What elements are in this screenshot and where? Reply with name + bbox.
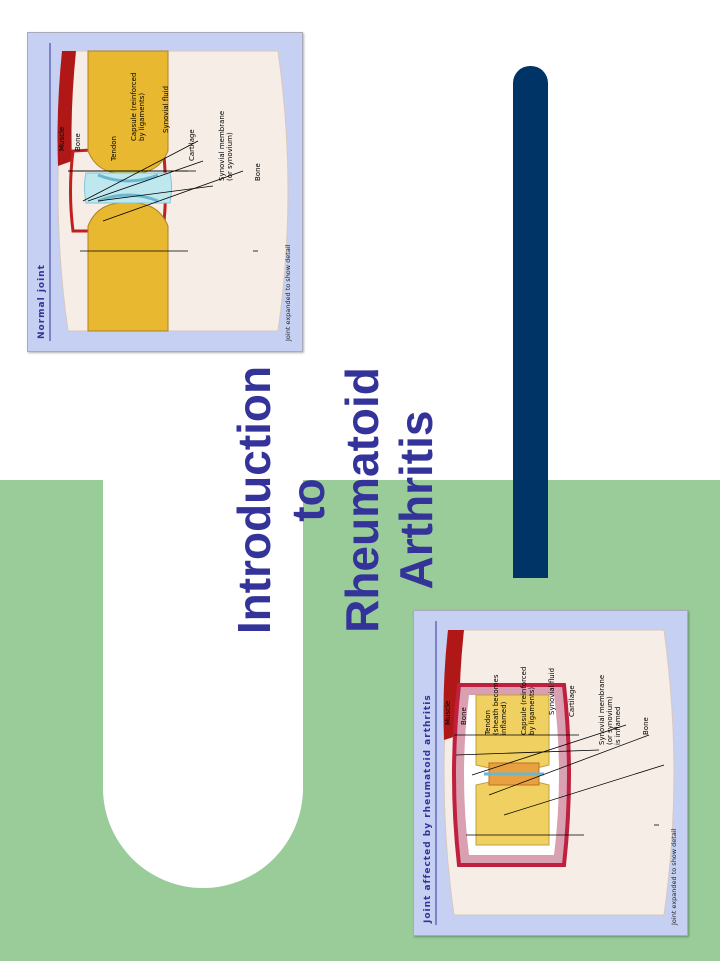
ra-joint-diagram: Joint affected by rheumatoid arthritis M… [413, 610, 688, 936]
ra-joint-heading: Joint affected by rheumatoid arthritis [423, 694, 433, 924]
title-line-2: to [282, 478, 334, 522]
normal-joint-heading: Normal joint [37, 264, 47, 339]
title-line-3: Rheumatoid [336, 367, 388, 633]
label-muscle: Muscle [444, 701, 452, 725]
ra-joint-illustration: Joint affected by rheumatoid arthritis M… [423, 621, 678, 926]
label-membrane-2: (or synovium) [226, 132, 234, 181]
label-bone-right: Bone [254, 163, 262, 181]
label-tendon-2: (sheath becomes [492, 674, 500, 735]
label-capsule-1: Capsule (reinforced [520, 667, 528, 735]
white-rounded-panel [103, 300, 303, 888]
label-capsule-2: by ligaments) [138, 93, 146, 141]
bone-right-shape [87, 50, 169, 174]
muscle-shape [57, 51, 76, 166]
normal-joint-note: Joint expanded to show detail [284, 244, 292, 342]
navy-accent-bar [513, 66, 548, 578]
label-membrane-3: is inflamed [614, 707, 622, 745]
label-bone-left: Bone [74, 133, 82, 151]
label-membrane-2: (or synovium) [606, 696, 614, 745]
label-cartilage: Cartilage [568, 685, 576, 717]
synovial-fluid-shape [84, 172, 172, 204]
label-synovial-fluid: Synovial fluid [162, 86, 170, 133]
label-bone-right: Bone [642, 717, 650, 735]
label-capsule-2: by ligaments) [528, 687, 536, 735]
label-tendon-1: Tendon [484, 710, 492, 736]
label-cartilage: Cartilage [188, 129, 196, 161]
normal-joint-illustration: Normal joint [37, 43, 292, 342]
label-membrane-1: Synovial membrane [598, 675, 606, 745]
label-synovial-fluid: Synovial fluid [548, 668, 556, 715]
bone-left-shape [87, 202, 169, 332]
ra-joint-note: Joint expanded to show detail [670, 828, 678, 926]
normal-joint-diagram: Normal joint [27, 32, 303, 352]
title-line-1: Introduction [228, 365, 280, 635]
title-line-4: Arthritis [390, 410, 442, 590]
label-tendon: Tendon [110, 136, 118, 162]
label-muscle: Muscle [58, 127, 66, 151]
label-bone-left: Bone [460, 707, 468, 725]
cartilage-shape [97, 193, 159, 203]
label-membrane-1: Synovial membrane [218, 111, 226, 181]
label-capsule-1: Capsule (reinforced [130, 73, 138, 141]
label-tendon-3: inflamed) [500, 701, 508, 735]
